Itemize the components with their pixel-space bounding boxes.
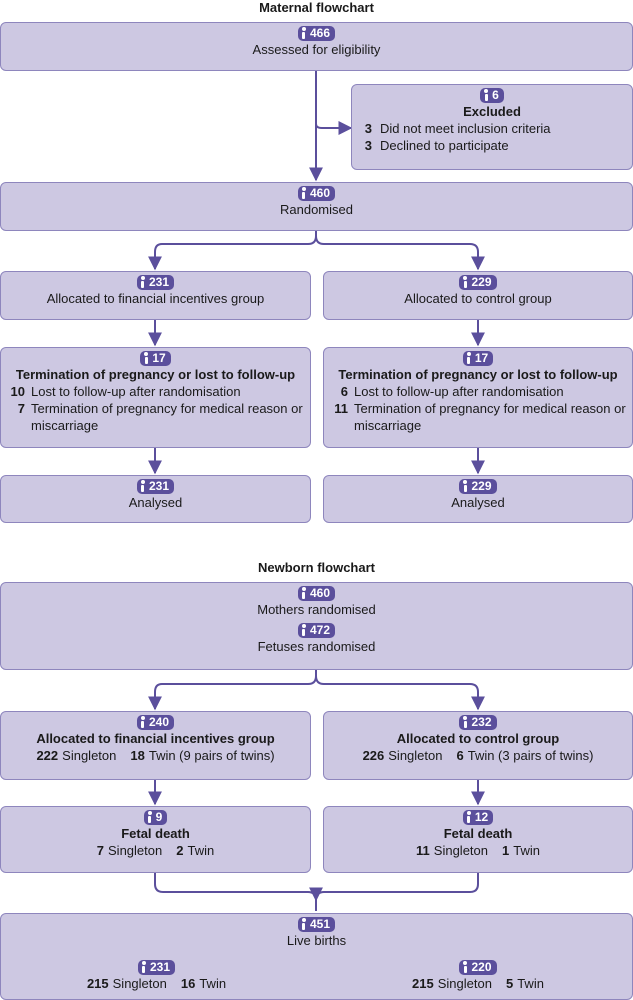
count-badge: 220 (459, 960, 497, 975)
assessed-label: Assessed for eligibility (252, 42, 381, 57)
count-badge: 9 (143, 810, 168, 825)
count-badge: 231 (136, 275, 175, 290)
person-icon (301, 918, 307, 930)
arrow-to-excluded (315, 121, 353, 135)
count-badge: 460 (297, 586, 336, 601)
control-allocated-box: 229 Allocated to control group (323, 271, 633, 320)
intervention-analysed-label: Analysed (128, 495, 183, 510)
randomised-label: Randomised (280, 202, 353, 217)
newborn-flowchart-title: Newborn flowchart (257, 560, 375, 575)
person-icon (140, 716, 146, 728)
person-icon (147, 811, 153, 823)
control-fetal-death-title: Fetal death (443, 826, 513, 841)
control-analysed-label: Analysed (451, 495, 505, 510)
count-badge: 17 (140, 351, 171, 366)
person-icon (301, 187, 307, 199)
intervention-lost-title: Termination of pregnancy or lost to foll… (15, 367, 296, 382)
person-icon (483, 89, 489, 101)
control-lost-title: Termination of pregnancy or lost to foll… (338, 367, 618, 382)
count-badge: 229 (459, 275, 497, 290)
count-badge: 12 (462, 810, 494, 825)
arrow-randomised-split-right (315, 235, 485, 271)
person-icon (462, 276, 468, 288)
person-icon (301, 624, 307, 636)
person-icon (141, 961, 147, 973)
person-icon (143, 352, 149, 364)
arrow-randomised-split (148, 231, 317, 271)
arrow-merge-to-live (154, 873, 479, 911)
maternal-flowchart-title: Maternal flowchart (259, 0, 374, 15)
person-icon (462, 716, 468, 728)
count-badge: 472 (297, 623, 336, 638)
control-lost-box: 17 Termination of pregnancy or lost to f… (323, 347, 633, 448)
person-icon (140, 276, 146, 288)
count-badge: 231 (136, 479, 175, 494)
person-icon (462, 961, 468, 973)
count-badge: 231 (137, 960, 176, 975)
person-icon (466, 352, 472, 364)
person-icon (140, 480, 146, 492)
excluded-title: Excluded (463, 104, 521, 119)
count-badge: 17 (462, 351, 494, 366)
live-births-label: Live births (286, 933, 347, 948)
person-icon (462, 480, 468, 492)
intervention-fetal-death-title: Fetal death (121, 826, 190, 841)
fetuses-randomised-label: Fetuses randomised (257, 639, 376, 654)
intervention-allocated-box: 231 Allocated to financial incentives gr… (0, 271, 311, 320)
count-badge: 232 (459, 715, 497, 730)
intervention-allocated-label: Allocated to financial incentives group (46, 291, 265, 306)
person-icon (466, 811, 472, 823)
mothers-randomised-label: Mothers randomised (257, 602, 376, 617)
intervention-analysed-box: 231 Analysed (0, 475, 311, 523)
control-analysed-box: 229 Analysed (323, 475, 633, 523)
randomised-counts-box: 460 Mothers randomised 472 Fetuses rando… (0, 582, 633, 670)
count-badge: 6 (480, 88, 504, 103)
arrow-newborn-split-right (315, 675, 485, 711)
newborn-intervention-allocated-title: Allocated to financial incentives group (36, 731, 275, 746)
arrow-newborn-split (148, 670, 317, 711)
control-allocated-label: Allocated to control group (404, 291, 552, 306)
count-badge: 240 (136, 715, 175, 730)
randomised-box: 460 Randomised (0, 182, 633, 231)
count-badge: 451 (297, 917, 336, 932)
count-badge: 466 (297, 26, 336, 41)
person-icon (301, 27, 307, 39)
newborn-intervention-allocated-box: 240 Allocated to financial incentives gr… (0, 711, 311, 780)
count-badge: 460 (297, 186, 336, 201)
assessed-box: 466 Assessed for eligibility (0, 22, 633, 71)
person-icon (301, 587, 307, 599)
intervention-lost-box: 17 Termination of pregnancy or lost to f… (0, 347, 311, 448)
newborn-control-allocated-title: Allocated to control group (396, 731, 560, 746)
count-badge: 229 (459, 479, 497, 494)
